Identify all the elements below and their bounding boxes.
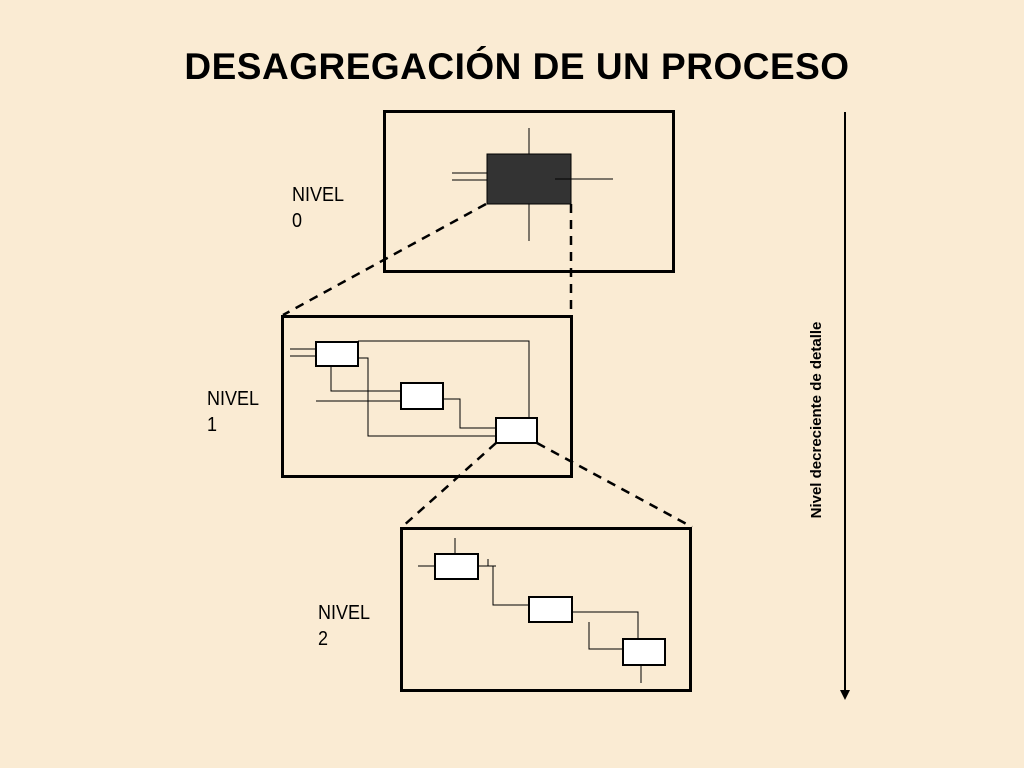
slide-title: DESAGREGACIÓN DE UN PROCESO: [184, 46, 850, 87]
level-1-process-box-expanded: [495, 417, 538, 444]
level-1-process-box: [400, 382, 444, 410]
level-2-frame: [400, 527, 692, 692]
level-1-process-box: [315, 341, 359, 367]
level-0-frame: [383, 110, 675, 273]
level-2-process-box: [528, 596, 573, 623]
level-2-flows: [418, 538, 642, 683]
level-2-process-box: [622, 638, 666, 666]
level-0-panel: [383, 110, 675, 273]
level-1-label: NIVEL 1: [207, 388, 260, 436]
level-2-process-box: [434, 553, 479, 580]
level-2-label: NIVEL 2: [318, 602, 371, 650]
zoom-connector-1-2: [401, 441, 693, 529]
level-1-frame: [281, 315, 573, 478]
arrow-down-icon: [840, 690, 850, 700]
detail-axis-label: Nivel decreciente de detalle: [808, 322, 825, 519]
level-1-flows: [290, 340, 530, 437]
zoom-connector-0-1: [282, 202, 573, 317]
level-0-label: NIVEL 0: [292, 184, 345, 232]
level-1-panel: [281, 315, 573, 478]
level-2-panel: [400, 527, 692, 692]
detail-axis: Nivel decreciente de detalle: [808, 112, 850, 700]
